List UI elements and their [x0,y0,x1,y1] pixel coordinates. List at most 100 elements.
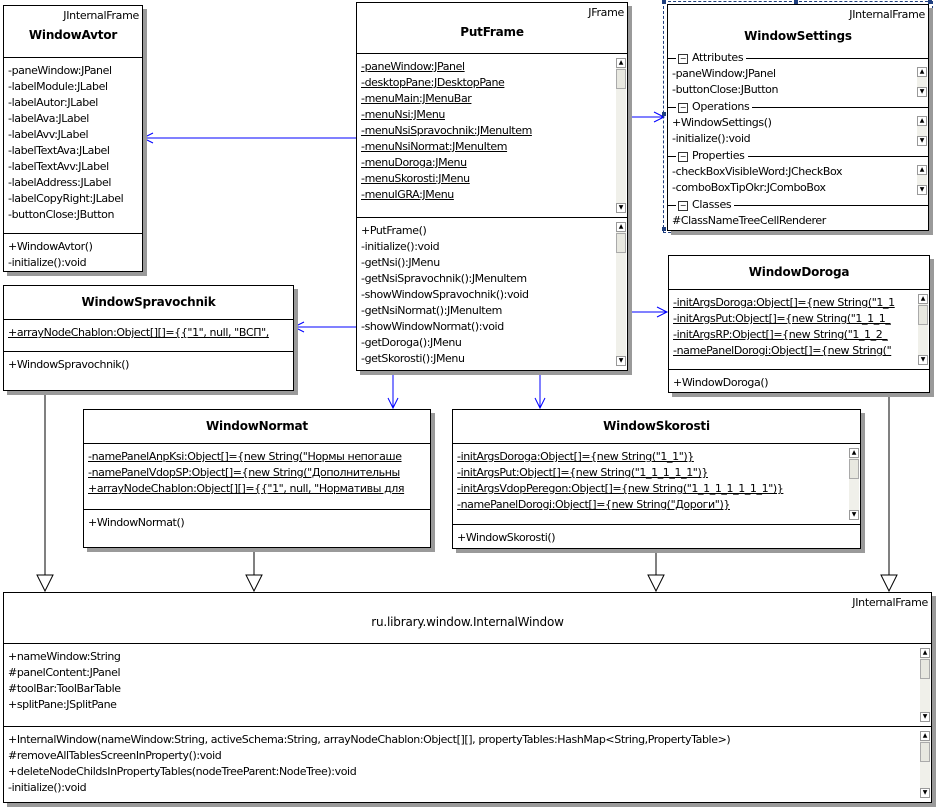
group-operations[interactable]: −Operations [668,99,928,114]
scroll-down-icon[interactable]: ▼ [616,203,626,213]
arrowhead-icon[interactable] [534,397,546,410]
scrollbar-thumb[interactable] [849,459,859,479]
attribute-row[interactable]: -paneWindow:JPanel [361,60,465,73]
attribute-row[interactable]: #panelContent:JPanel [8,666,121,679]
operation-row[interactable]: #removeAllTablesScreenInProperty():void [8,749,222,762]
scrollbar[interactable]: ▲▼ [616,222,626,366]
attribute-row[interactable]: -labelAva:JLabel [8,112,89,125]
class-windowspravochnik[interactable]: WindowSpravochnik+arrayNodeChablon:Objec… [3,285,294,391]
operation-row[interactable]: +WindowAvtor() [8,240,93,253]
scrollbar[interactable]: ▲▼ [917,116,927,146]
member-row[interactable]: -paneWindow:JPanel [672,67,776,80]
attribute-row[interactable]: -initArgsDoroga:Object[]={new String("1_… [673,296,895,309]
operation-row[interactable]: -getSkorosti():JMenu [361,352,465,365]
arrowhead-icon[interactable] [387,397,399,410]
selection-handle[interactable] [928,227,932,231]
operation-row[interactable]: +WindowSkorosti() [457,531,556,544]
group-properties[interactable]: −Properties [668,148,928,163]
attribute-row[interactable]: -labelCopyRight:JLabel [8,192,124,205]
scrollbar[interactable]: ▲▼ [920,731,930,798]
selection-handle[interactable] [928,112,932,116]
operation-row[interactable]: -getDoroga():JMenu [361,336,462,349]
attribute-row[interactable]: -paneWindow:JPanel [8,64,112,77]
operation-row[interactable]: -getNsiNormat():JMenuItem [361,304,502,317]
scrollbar[interactable]: ▲▼ [917,67,927,97]
member-row[interactable]: #ClassNameTreeCellRenderer [672,214,826,227]
attribute-row[interactable]: -menuSkorosti:JMenu [361,172,470,185]
scroll-down-icon[interactable]: ▼ [917,185,927,195]
selection-handle[interactable] [662,112,666,116]
scroll-down-icon[interactable]: ▼ [917,136,927,146]
member-row[interactable]: -comboBoxTipOkr:JComboBox [672,181,826,194]
scrollbar[interactable]: ▲▼ [849,448,859,520]
selection-handle[interactable] [928,0,932,4]
scroll-down-icon[interactable]: ▼ [920,712,930,722]
scrollbar-thumb[interactable] [920,742,930,762]
attribute-row[interactable]: -initArgsRP:Object[]={new String("1_1_2_ [673,328,888,341]
class-windownormat[interactable]: WindowNormat-namePanelAnpKsi:Object[]={n… [83,409,431,548]
attribute-row[interactable]: -labelAvv:JLabel [8,128,89,141]
attribute-row[interactable]: -labelAddress:JLabel [8,176,112,189]
attribute-row[interactable]: #toolBar:ToolBarTable [8,682,121,695]
class-windowskorosti[interactable]: WindowSkorosti-initArgsDoroga:Object[]={… [452,409,861,549]
scroll-down-icon[interactable]: ▼ [917,87,927,97]
operation-row[interactable]: -initialize():void [8,781,87,794]
attribute-row[interactable]: +arrayNodeChablon:Object[][]={{"1", null… [88,482,405,495]
attribute-row[interactable]: -namePanelDorogi:Object[]={new String(" [673,344,892,357]
scroll-up-icon[interactable]: ▲ [917,165,927,175]
arrowhead-icon[interactable] [292,321,305,333]
group-label[interactable]: −Properties [676,148,748,163]
scroll-up-icon[interactable]: ▲ [917,116,927,126]
attribute-row[interactable]: -labelModule:JLabel [8,80,108,93]
scrollbar[interactable]: ▲▼ [918,294,928,365]
arrowhead-icon[interactable] [653,111,666,123]
attribute-row[interactable]: -namePanelAnpKsi:Object[]={new String("Н… [88,450,402,463]
attribute-row[interactable]: +arrayNodeChablon:Object[][]={{"1", null… [8,326,269,339]
scroll-down-icon[interactable]: ▼ [849,510,859,520]
scrollbar[interactable]: ▲▼ [920,648,930,722]
group-label[interactable]: −Classes [676,197,735,212]
class-windowdoroga[interactable]: WindowDoroga-initArgsDoroga:Object[]={ne… [668,255,930,393]
collapse-icon[interactable]: − [678,152,688,162]
selection-frame[interactable] [663,1,933,233]
selection-handle[interactable] [794,0,798,4]
scrollbar-thumb[interactable] [918,305,928,325]
operation-row[interactable]: -getNsiSpravochnik():JMenuItem [361,272,527,285]
group-label[interactable]: −Operations [676,99,753,114]
scroll-up-icon[interactable]: ▲ [616,58,626,68]
scrollbar[interactable]: ▲▼ [917,165,927,195]
attribute-row[interactable]: -menuIGRA:JMenu [361,188,454,201]
collapse-icon[interactable]: − [678,103,688,113]
attribute-row[interactable]: -menuDoroga:JMenu [361,156,467,169]
scroll-up-icon[interactable]: ▲ [616,222,626,232]
attribute-row[interactable]: -menuMain:JMenuBar [361,92,472,105]
scroll-down-icon[interactable]: ▼ [918,355,928,365]
scroll-down-icon[interactable]: ▼ [920,788,930,798]
member-row[interactable]: -initialize():void [672,132,751,145]
attribute-row[interactable]: -desktopPane:JDesktopPane [361,76,505,89]
scroll-down-icon[interactable]: ▼ [616,356,626,366]
scrollbar-thumb[interactable] [616,69,626,89]
attribute-row[interactable]: -namePanelVdopSP:Object[]={new String("Д… [88,466,400,479]
attribute-row[interactable]: -menuNsi:JMenu [361,108,445,121]
attribute-row[interactable]: -buttonClose:JButton [8,208,115,221]
attribute-row[interactable]: -menuNsiSpravochnik:JMenuItem [361,124,532,137]
member-row[interactable]: -buttonClose:JButton [672,83,779,96]
attribute-row[interactable]: -labelTextAva:JLabel [8,144,110,157]
operation-row[interactable]: +PutFrame() [361,224,427,237]
attribute-row[interactable]: -initArgsPut:Object[]={new String("1_1_1… [673,312,891,325]
operation-row[interactable]: +WindowNormat() [88,516,185,529]
attribute-row[interactable]: +splitPane:JSplitPane [8,698,117,711]
scroll-up-icon[interactable]: ▲ [917,67,927,77]
operation-row[interactable]: +deleteNodeChildsInPropertyTables(nodeTr… [8,765,357,778]
attribute-row[interactable]: -initArgsPut:Object[]={new String("1_1_1… [457,466,708,479]
attribute-row[interactable]: -initArgsDoroga:Object[]={new String("1_… [457,450,694,463]
attribute-row[interactable]: -namePanelDorogi:Object[]={new String("Д… [457,498,730,511]
arrowhead-icon[interactable] [141,132,154,144]
collapse-icon[interactable]: − [678,54,688,64]
operation-row[interactable]: -getNsi():JMenu [361,256,440,269]
member-row[interactable]: +WindowSettings() [672,116,772,129]
